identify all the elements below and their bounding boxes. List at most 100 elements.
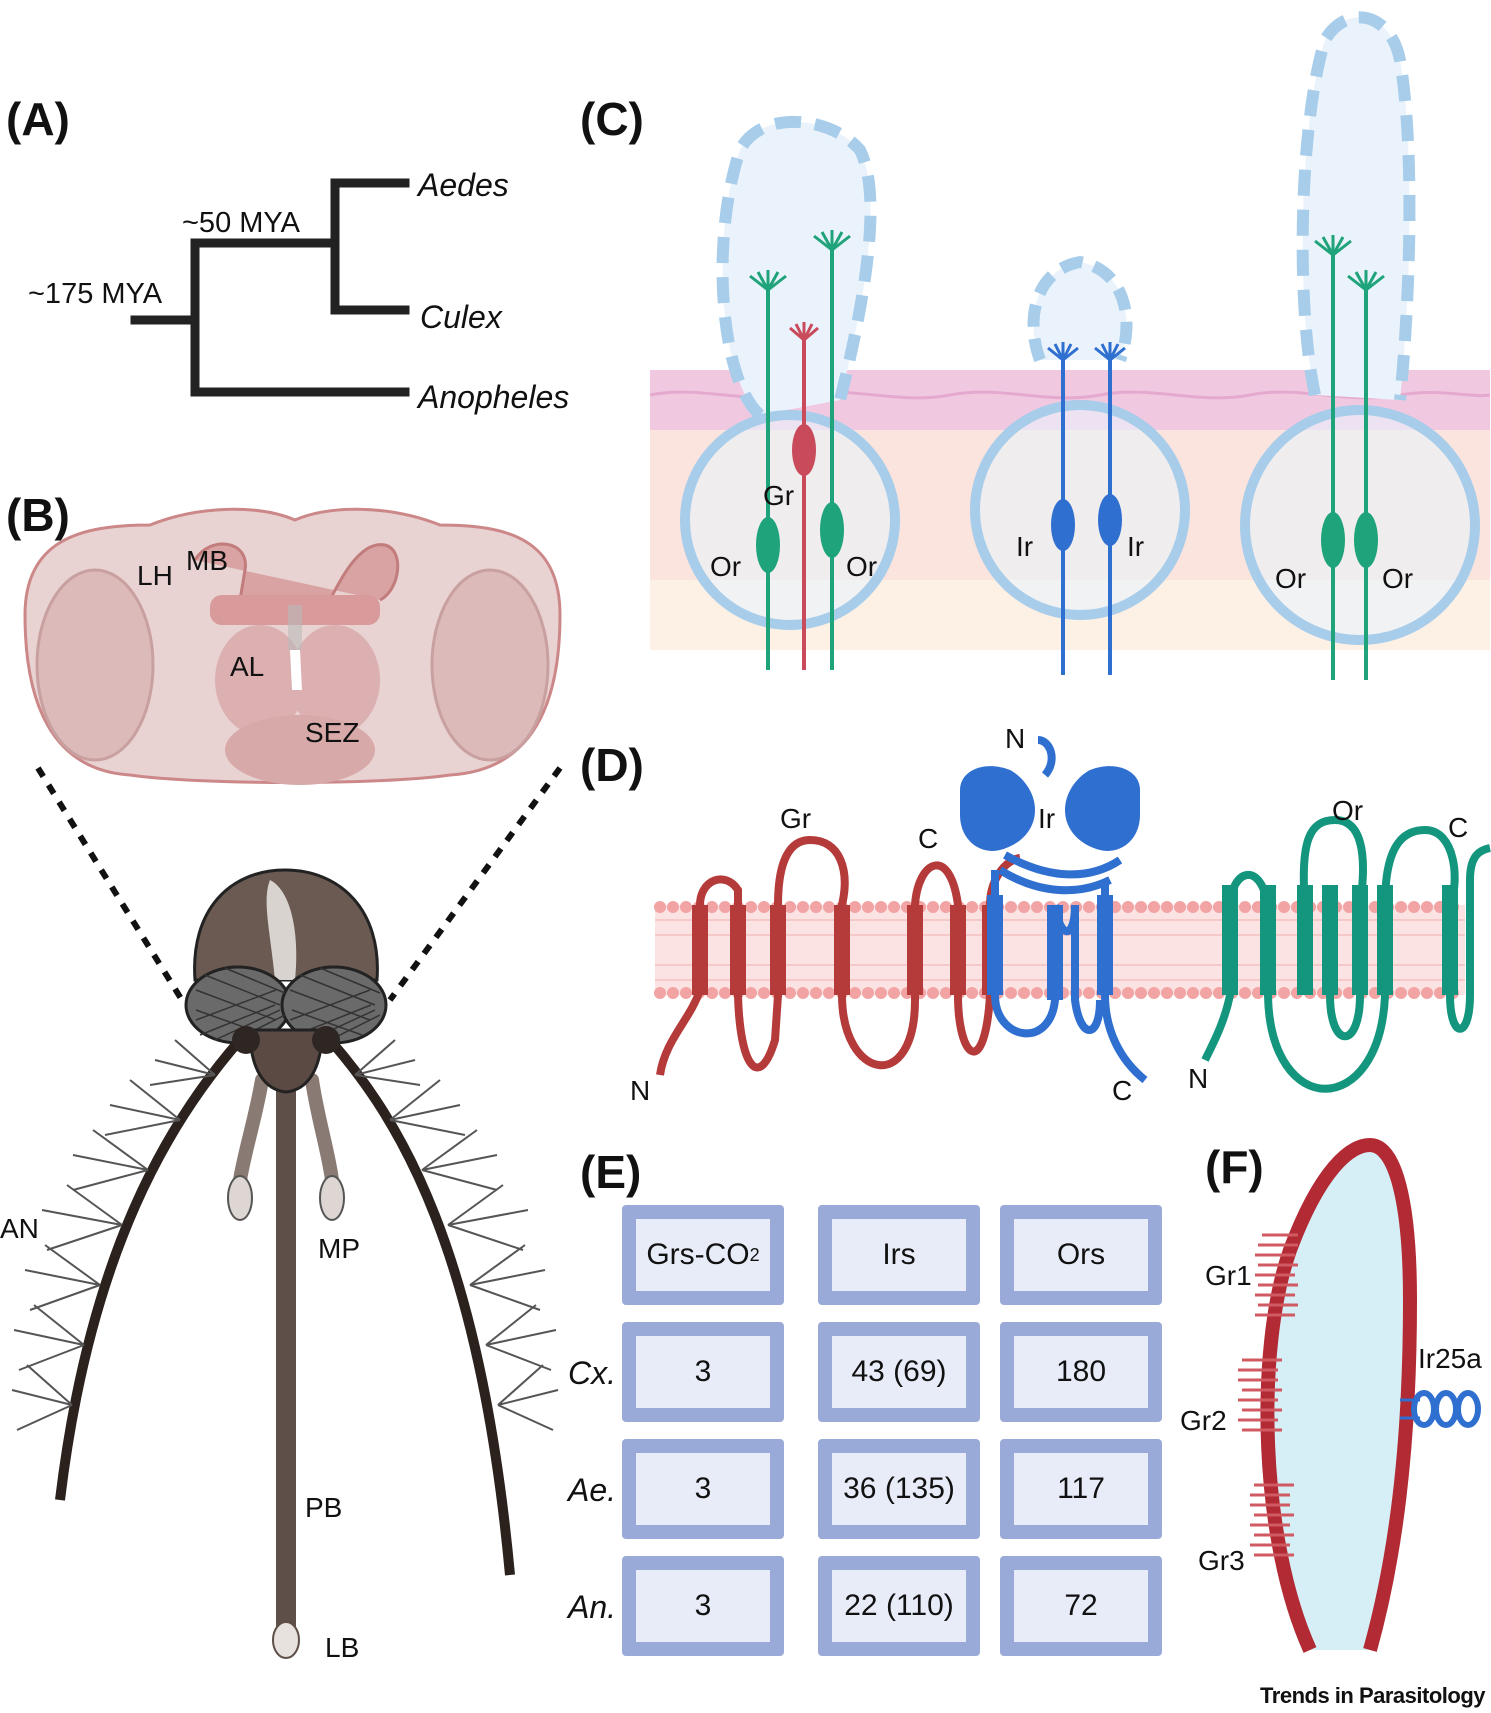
lipid-head bbox=[927, 901, 939, 913]
lipid-head bbox=[1005, 901, 1017, 913]
brain-illustration bbox=[23, 507, 562, 785]
brain-label-mb: MB bbox=[186, 545, 228, 576]
table-cell: 3 bbox=[622, 1556, 784, 1656]
table-cell: 3 bbox=[622, 1439, 784, 1539]
lipid-head bbox=[784, 901, 796, 913]
table-row-label-ae: Ae. bbox=[567, 1472, 616, 1508]
lipid-head bbox=[1083, 901, 1095, 913]
zoom-line-right bbox=[387, 766, 563, 1002]
table-cell: 117 bbox=[1000, 1439, 1162, 1539]
table-header-ors: Ors bbox=[1000, 1205, 1162, 1305]
lipid-head bbox=[1135, 901, 1147, 913]
panel-b-label: (B) bbox=[6, 489, 70, 541]
table-row-label-an: An. bbox=[567, 1589, 616, 1625]
lipid-head bbox=[719, 987, 731, 999]
lipid-head bbox=[1239, 901, 1251, 913]
sensilla-label-gr: Gr bbox=[763, 480, 794, 511]
panel-e-label: (E) bbox=[580, 1146, 642, 1198]
lipid-head bbox=[1421, 901, 1433, 913]
lipid-head bbox=[758, 901, 770, 913]
lipid-head bbox=[654, 987, 666, 999]
lipid-head bbox=[1187, 987, 1199, 999]
mosquito-label-pb: PB bbox=[305, 1492, 342, 1523]
table-row-label-cx: Cx. bbox=[568, 1355, 616, 1391]
lipid-head bbox=[797, 901, 809, 913]
lipid-head bbox=[1161, 987, 1173, 999]
lipid-head bbox=[745, 901, 757, 913]
sensilla-label-ir-1: Ir bbox=[1016, 531, 1033, 562]
lipid-head bbox=[1278, 901, 1290, 913]
lipid-head bbox=[654, 901, 666, 913]
lipid-head bbox=[1421, 987, 1433, 999]
lipid-head bbox=[680, 901, 692, 913]
lipid-head bbox=[810, 901, 822, 913]
lipid-head bbox=[1408, 901, 1420, 913]
panel-a-label: (A) bbox=[6, 93, 70, 145]
panel-c-label: (C) bbox=[580, 93, 644, 145]
lipid-head bbox=[849, 987, 861, 999]
ir-c-terminus: C bbox=[1112, 1075, 1132, 1106]
lipid-head bbox=[1278, 987, 1290, 999]
lipid-head bbox=[849, 901, 861, 913]
lipid-head bbox=[758, 987, 770, 999]
lipid-head bbox=[888, 901, 900, 913]
lipid-head bbox=[810, 987, 822, 999]
gr-n-terminus: N bbox=[630, 1075, 650, 1106]
lipid-head bbox=[1408, 987, 1420, 999]
lipid-head bbox=[888, 987, 900, 999]
lipid-head bbox=[1031, 987, 1043, 999]
lipid-head bbox=[719, 901, 731, 913]
journal-credit: Trends in Parasitology bbox=[1260, 1683, 1485, 1708]
lipid-head bbox=[1122, 987, 1134, 999]
lipid-head bbox=[1122, 901, 1134, 913]
lipid-head bbox=[875, 901, 887, 913]
lipid-head bbox=[1395, 987, 1407, 999]
mosquito-label-an: AN bbox=[0, 1213, 39, 1244]
sensilla-label-or-1: Or bbox=[710, 551, 741, 582]
lipid-head bbox=[784, 987, 796, 999]
cell-label-gr1: Gr1 bbox=[1205, 1260, 1252, 1291]
lipid-head bbox=[680, 987, 692, 999]
mosquito-label-mp: MP bbox=[318, 1233, 360, 1264]
lipid-head bbox=[1174, 987, 1186, 999]
table-cell: 3 bbox=[622, 1322, 784, 1422]
lipid-head bbox=[823, 987, 835, 999]
gr-c-terminus: C bbox=[918, 823, 938, 854]
mosquito-label-lb: LB bbox=[325, 1632, 359, 1663]
lipid-head bbox=[706, 901, 718, 913]
table-cell: 72 bbox=[1000, 1556, 1162, 1656]
lipid-head bbox=[1161, 901, 1173, 913]
lipid-head bbox=[1395, 901, 1407, 913]
lipid-head bbox=[875, 987, 887, 999]
sensilla-label-or-4: Or bbox=[1382, 563, 1413, 594]
table-header-irs: Irs bbox=[818, 1205, 980, 1305]
taxon-culex: Culex bbox=[420, 299, 503, 335]
brain-label-lh: LH bbox=[137, 560, 173, 591]
gr-receptor-label: Gr bbox=[780, 803, 811, 834]
lipid-head bbox=[1200, 987, 1212, 999]
cell-f-illustration bbox=[1238, 1137, 1481, 1653]
or-receptor-label: Or bbox=[1332, 795, 1363, 826]
taxon-anopheles: Anopheles bbox=[416, 379, 569, 415]
lipid-head bbox=[1239, 987, 1251, 999]
lipid-head bbox=[927, 987, 939, 999]
lipid-head bbox=[667, 987, 679, 999]
lipid-head bbox=[940, 901, 952, 913]
sensilla-illustration bbox=[649, 11, 1491, 680]
brain-label-sez: SEZ bbox=[305, 717, 359, 748]
brain-label-al: AL bbox=[230, 651, 264, 682]
lipid-head bbox=[1200, 901, 1212, 913]
or-receptor bbox=[1201, 815, 1491, 1093]
sensilla-label-or-3: Or bbox=[1275, 563, 1306, 594]
lipid-head bbox=[667, 901, 679, 913]
mosquito-head-illustration bbox=[11, 868, 559, 1659]
lipid-head bbox=[706, 987, 718, 999]
table-cell: 180 bbox=[1000, 1322, 1162, 1422]
panel-f-label: (F) bbox=[1205, 1141, 1264, 1193]
root-age-label: ~175 MYA bbox=[28, 278, 163, 310]
lipid-head bbox=[940, 987, 952, 999]
lipid-head bbox=[1018, 901, 1030, 913]
lipid-head bbox=[1187, 901, 1199, 913]
inner-age-label: ~50 MYA bbox=[182, 207, 301, 239]
